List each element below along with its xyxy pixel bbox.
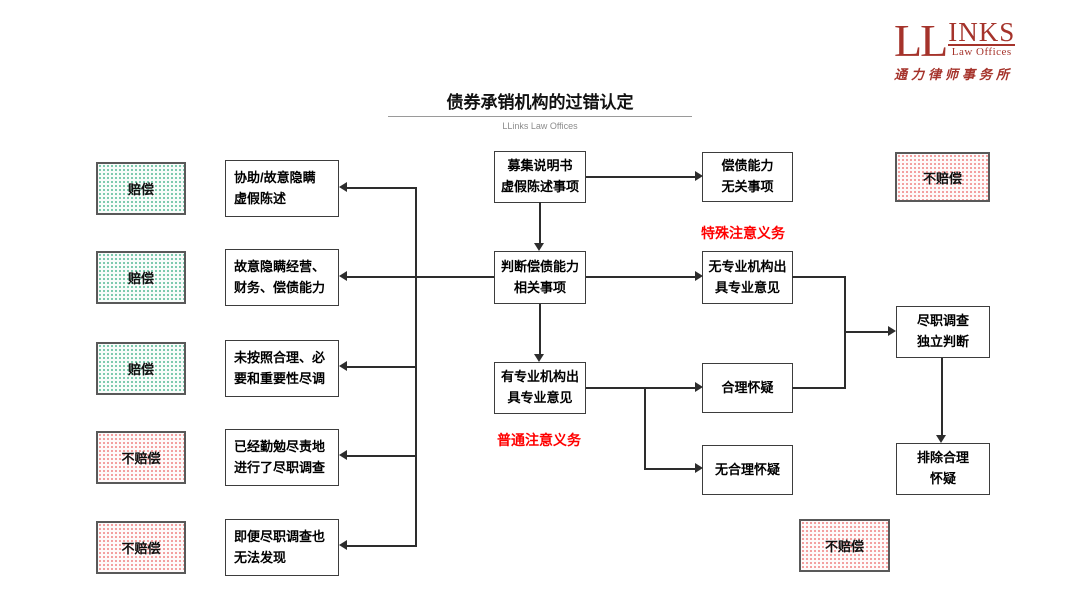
logo-ll-letters: LL (894, 15, 948, 67)
connector-bus-row1 (347, 187, 416, 189)
arrowhead-down-icon (534, 243, 544, 251)
arrowhead-right-icon (695, 463, 703, 473)
flow-line: 怀疑 (929, 471, 956, 486)
arrowhead-right-icon (888, 326, 896, 336)
flow-line: 无关事项 (721, 179, 774, 194)
verdict-box-compensate-1: 赔偿 (96, 162, 186, 215)
flow-box-no-professional-opinion: 无专业机构出 具专业意见 (702, 251, 793, 304)
scenario-line: 故意隐瞒经营、 (234, 258, 326, 274)
connector-reasonable-merge (792, 387, 846, 389)
arrowhead-down-icon (936, 435, 946, 443)
verdict-label: 不赔偿 (824, 539, 864, 554)
page-title: 债券承销机构的过错认定 (446, 93, 634, 112)
scenario-box-assist-conceal: 协助/故意隐瞒 虚假陈述 (225, 160, 339, 217)
scenario-line: 协助/故意隐瞒 (234, 169, 316, 185)
logo-inks-letters: INKS (948, 17, 1016, 47)
arrowhead-left-icon (339, 182, 347, 192)
connector-split-down (644, 387, 646, 469)
flow-box-exclude-doubt: 排除合理 怀疑 (896, 443, 990, 495)
connector-split-noreasonable (644, 468, 695, 470)
scenario-box-deliberate-conceal: 故意隐瞒经营、 财务、偿债能力 (225, 249, 339, 306)
verdict-label: 不赔偿 (922, 170, 962, 186)
verdict-label: 赔偿 (127, 182, 154, 197)
flow-line: 判断偿债能力 (500, 258, 579, 274)
arrowhead-right-icon (695, 171, 703, 181)
connector-bus-row2 (347, 276, 416, 278)
flow-line: 具专业意见 (507, 390, 573, 405)
scenario-box-diligent-dd: 已经勤勉尽责地 进行了尽职调查 (225, 429, 339, 486)
scenario-box-no-reasonable-dd: 未按照合理、必 要和重要性尽调 (225, 340, 339, 397)
verdict-label: 赔偿 (127, 362, 154, 377)
verdict-label: 不赔偿 (121, 541, 161, 556)
arrowhead-left-icon (339, 361, 347, 371)
scenario-line: 虚假陈述 (234, 190, 287, 206)
flow-box-due-diligence-judgment: 尽职调查 独立判断 (896, 306, 990, 358)
flow-line: 无专业机构出 (708, 258, 787, 274)
flow-box-solvency-unrelated: 偿债能力 无关事项 (702, 152, 793, 202)
scenario-line: 财务、偿债能力 (234, 279, 326, 295)
flow-line: 合理怀疑 (721, 379, 774, 395)
flow-line: 相关事项 (513, 279, 566, 295)
verdict-box-no-compensate-5: 不赔偿 (96, 521, 186, 574)
flow-box-judge-solvency: 判断偿债能力 相关事项 (494, 251, 586, 304)
scenario-line: 已经勤勉尽责地 (234, 438, 326, 454)
verdict-box-no-compensate-bottom: 不赔偿 (799, 519, 890, 572)
flow-line: 无合理怀疑 (714, 461, 780, 477)
arrowhead-right-icon (695, 382, 703, 392)
annotation-ordinary-duty: 普通注意义务 (497, 432, 581, 448)
flow-line: 有专业机构出 (500, 369, 579, 385)
flow-box-has-professional-opinion: 有专业机构出 具专业意见 (494, 362, 586, 414)
logo-chinese-name: 通力律师事务所 (894, 66, 1014, 82)
flow-line: 虚假陈述事项 (500, 179, 579, 194)
verdict-label: 不赔偿 (121, 451, 161, 466)
title-divider (388, 116, 692, 117)
logo-wordmark: LL INKS Law Offices (894, 15, 1024, 67)
llinks-logo: LL INKS Law Offices 通力律师事务所 (894, 15, 1024, 83)
arrowhead-right-icon (695, 271, 703, 281)
watermark-text: LLinks Law Offices (502, 121, 578, 131)
flow-box-prospectus-misstatement: 募集说明书 虚假陈述事项 (494, 151, 586, 203)
scenario-line: 即便尽职调查也 (234, 528, 326, 544)
verdict-box-no-compensate-4: 不赔偿 (96, 431, 186, 484)
arrowhead-left-icon (339, 540, 347, 550)
connector-prospectus-unrelated (586, 176, 695, 178)
connector-noprof-merge (792, 276, 846, 278)
verdict-box-compensate-3: 赔偿 (96, 342, 186, 395)
flow-line: 募集说明书 (507, 158, 573, 174)
flow-line: 尽职调查 (916, 313, 969, 329)
scenario-line: 无法发现 (234, 549, 287, 565)
logo-tagline: Law Offices (948, 44, 1016, 59)
connector-prospectus-judge (539, 202, 541, 245)
annotation-special-duty: 特殊注意义务 (701, 225, 785, 241)
connector-bus-row4 (347, 455, 416, 457)
flow-box-no-reasonable-doubt: 无合理怀疑 (702, 445, 793, 495)
flow-line: 偿债能力 (721, 158, 774, 174)
scenario-line: 要和重要性尽调 (234, 370, 326, 386)
arrowhead-down-icon (534, 354, 544, 362)
connector-judge-noprof (586, 276, 695, 278)
verdict-box-no-compensate-top-right: 不赔偿 (895, 152, 990, 202)
connector-left-bus (415, 187, 417, 547)
arrowhead-left-icon (339, 450, 347, 460)
flow-line: 具专业意见 (714, 279, 780, 295)
connector-hasprof-reasonable (586, 387, 695, 389)
verdict-box-compensate-2: 赔偿 (96, 251, 186, 304)
flow-box-reasonable-doubt: 合理怀疑 (702, 363, 793, 413)
scenario-box-undiscoverable: 即便尽职调查也 无法发现 (225, 519, 339, 576)
flow-line: 排除合理 (916, 450, 969, 466)
connector-bus-row5 (347, 545, 416, 547)
verdict-label: 赔偿 (127, 271, 154, 286)
connector-judge-hasprof (539, 304, 541, 355)
connector-dd-exclude (941, 358, 943, 436)
connector-merge-duediligence (844, 331, 888, 333)
connector-bus-row3 (347, 366, 416, 368)
scenario-line: 进行了尽职调查 (234, 459, 326, 475)
scenario-line: 未按照合理、必 (234, 349, 326, 365)
flow-line: 独立判断 (916, 334, 969, 349)
connector-judge-bus (416, 276, 494, 278)
arrowhead-left-icon (339, 271, 347, 281)
